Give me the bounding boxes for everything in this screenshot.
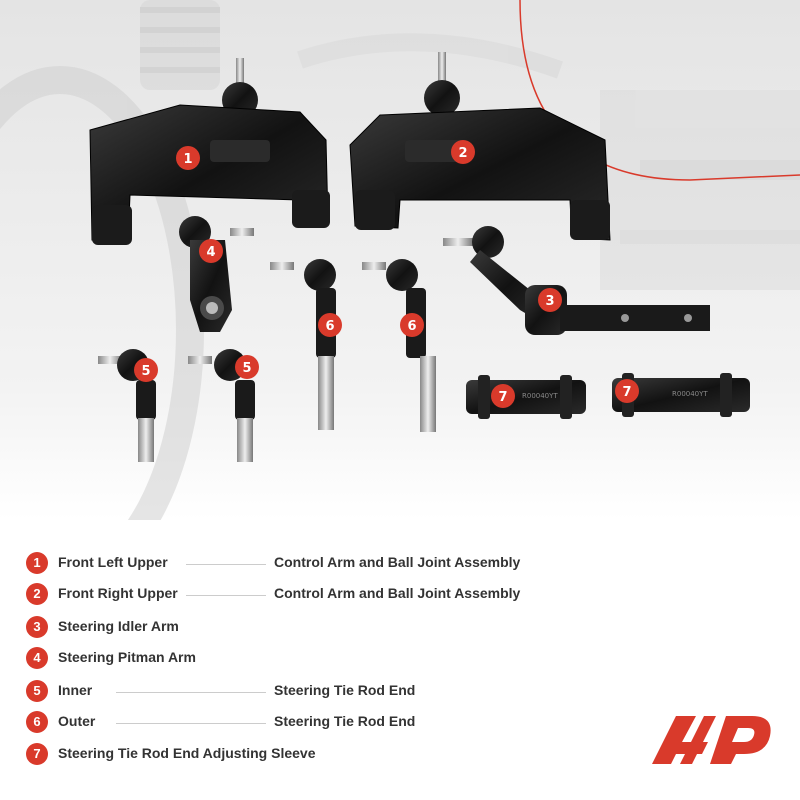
legend-description: Steering Tie Rod End	[274, 713, 416, 729]
legend-badge: 1	[26, 552, 48, 574]
legend-label: Steering Tie Rod End Adjusting Sleeve	[58, 745, 316, 761]
badge-6b: 6	[407, 319, 416, 334]
sleeve-b-marking: R00040YT	[672, 390, 708, 398]
badge-7b: 7	[622, 385, 631, 400]
control-arm-right	[349, 52, 611, 241]
badge-3: 3	[545, 294, 554, 309]
legend-row-7: 7 Steering Tie Rod End Adjusting Sleeve	[26, 743, 586, 767]
legend-description: Control Arm and Ball Joint Assembly	[274, 585, 521, 601]
legend-label: Inner	[58, 682, 93, 698]
inner-tie-rod-b	[188, 349, 255, 462]
parts-photo: R00040YT R00040YT 1 2 3 4 5 5 6 6 7 7	[0, 0, 800, 520]
badge-2: 2	[458, 146, 467, 161]
leader-line	[116, 723, 266, 724]
legend-row-1: 1 Front Left Upper Control Arm and Ball …	[26, 552, 586, 576]
legend-badge: 6	[26, 711, 48, 733]
legend-description: Control Arm and Ball Joint Assembly	[274, 554, 521, 570]
leader-line	[186, 564, 266, 565]
legend-row-2: 2 Front Right Upper Control Arm and Ball…	[26, 583, 586, 607]
legend-row-3: 3 Steering Idler Arm	[26, 616, 586, 640]
legend-badge: 7	[26, 743, 48, 765]
legend-label: Outer	[58, 713, 96, 729]
badge-6a: 6	[325, 319, 334, 334]
legend-row-4: 4 Steering Pitman Arm	[26, 647, 586, 671]
badge-5b: 5	[242, 361, 251, 376]
background-suspension	[0, 0, 800, 520]
badge-4: 4	[206, 245, 215, 260]
legend-row-6: 6 Outer Steering Tie Rod End	[26, 711, 586, 735]
legend-badge: 5	[26, 680, 48, 702]
brand-logo-icon	[652, 716, 771, 764]
legend-label: Front Left Upper	[58, 554, 168, 570]
control-arm-left	[89, 58, 330, 245]
pitman-arm	[179, 216, 254, 332]
legend-badge: 4	[26, 647, 48, 669]
adjusting-sleeve-a: R00040YT	[466, 375, 586, 419]
legend-badge: 2	[26, 583, 48, 605]
badge-5a: 5	[141, 364, 150, 379]
leader-line	[116, 692, 266, 693]
parts-legend: 1 Front Left Upper Control Arm and Ball …	[0, 540, 640, 780]
legend-label: Steering Pitman Arm	[58, 649, 196, 665]
legend-badge: 3	[26, 616, 48, 638]
sleeve-a-marking: R00040YT	[522, 392, 558, 400]
legend-description: Steering Tie Rod End	[274, 682, 416, 698]
legend-row-5: 5 Inner Steering Tie Rod End	[26, 680, 586, 704]
badge-1: 1	[183, 152, 192, 167]
badge-7a: 7	[498, 390, 507, 405]
legend-label: Front Right Upper	[58, 585, 178, 601]
legend-label: Steering Idler Arm	[58, 618, 179, 634]
leader-line	[186, 595, 266, 596]
